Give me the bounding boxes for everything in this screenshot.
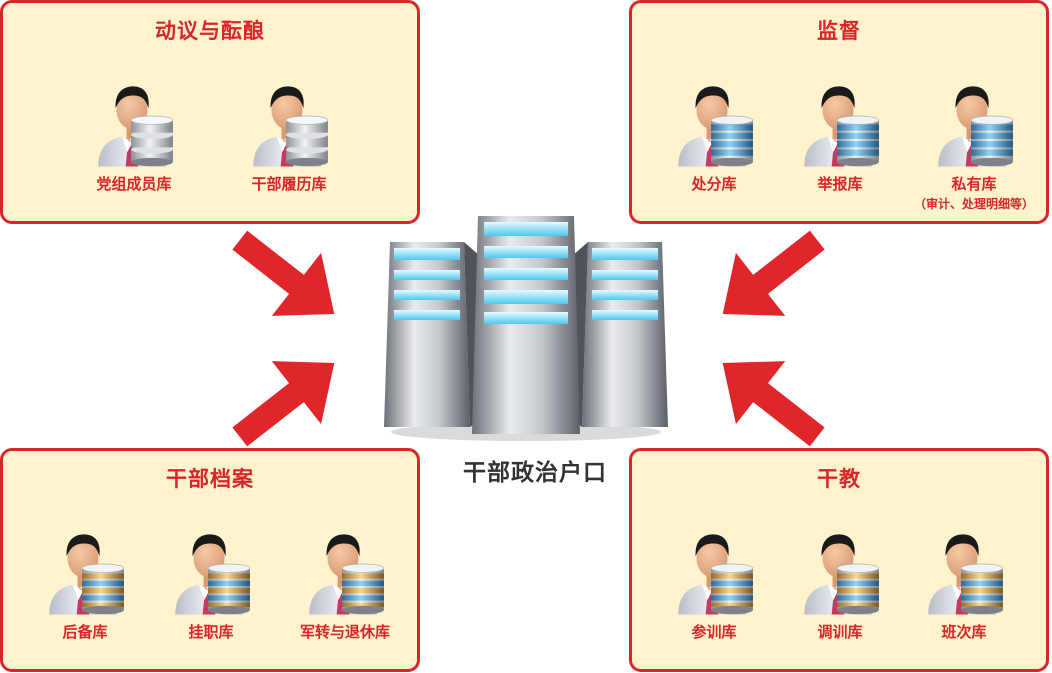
- panel-cadre-archive: 干部档案 后备库 挂职库 军转与退休库: [0, 448, 420, 672]
- db-item-label: 私有库: [951, 175, 997, 193]
- db-item-veteran-retired[interactable]: 军转与退休库: [275, 521, 415, 642]
- db-item-transfer-training[interactable]: 调训库: [780, 521, 900, 642]
- db-item-label: 调训库: [817, 623, 863, 641]
- db-item-label: 党组成员库: [96, 175, 172, 193]
- person-with-database-icon: [175, 534, 251, 615]
- arrow-icon: [705, 345, 835, 455]
- person-with-database-icon: [98, 86, 174, 167]
- db-item-label: 参训库: [691, 623, 737, 641]
- db-item-reserve[interactable]: 后备库: [25, 521, 145, 642]
- arrow-icon: [705, 222, 835, 332]
- db-item-label: 班次库: [941, 623, 987, 641]
- db-item-secondment[interactable]: 挂职库: [151, 521, 271, 642]
- panel-title: 干部档案: [166, 467, 254, 491]
- db-item-label: 举报库: [817, 175, 863, 193]
- panel-supervision: 监督 处分库 举报库 私有库 （审计、处理明细等）: [629, 0, 1049, 224]
- server-tower-icon: [384, 216, 668, 441]
- panel-title: 干教: [817, 467, 861, 491]
- db-item-class-session[interactable]: 班次库: [904, 521, 1024, 642]
- panel-nomination: 动议与酝酿 党组成员库 干部履历库: [0, 0, 420, 224]
- db-item-discipline[interactable]: 处分库: [654, 73, 774, 194]
- panel-title: 动议与酝酿: [155, 19, 265, 43]
- db-item-report[interactable]: 举报库: [780, 73, 900, 194]
- person-with-database-icon: [804, 86, 880, 167]
- person-with-database-icon: [309, 534, 385, 615]
- person-with-database-icon: [49, 534, 125, 615]
- person-with-database-icon: [678, 86, 754, 167]
- db-item-label: 后备库: [62, 623, 108, 641]
- db-item-label: 处分库: [691, 175, 737, 193]
- person-with-database-icon: [938, 86, 1014, 167]
- person-with-database-icon: [678, 534, 754, 615]
- db-item-training[interactable]: 参训库: [654, 521, 774, 642]
- person-with-database-icon: [928, 534, 1004, 615]
- db-item-party-members[interactable]: 党组成员库: [74, 73, 194, 194]
- db-item-label: 干部履历库: [251, 175, 327, 193]
- db-item-cadre-resume[interactable]: 干部履历库: [229, 73, 349, 194]
- db-item-private[interactable]: 私有库 （审计、处理明细等）: [904, 73, 1044, 212]
- db-item-sublabel: （审计、处理明细等）: [913, 197, 1034, 211]
- person-with-database-icon: [804, 534, 880, 615]
- person-with-database-icon: [253, 86, 329, 167]
- panel-title: 监督: [817, 19, 861, 43]
- db-item-label: 挂职库: [188, 623, 234, 641]
- db-item-label: 军转与退休库: [299, 623, 390, 641]
- panel-cadre-education: 干教 参训库 调训库 班次库: [629, 448, 1049, 672]
- arrow-icon: [222, 222, 352, 332]
- arrow-icon: [222, 345, 352, 455]
- center-label: 干部政治户口: [463, 460, 607, 486]
